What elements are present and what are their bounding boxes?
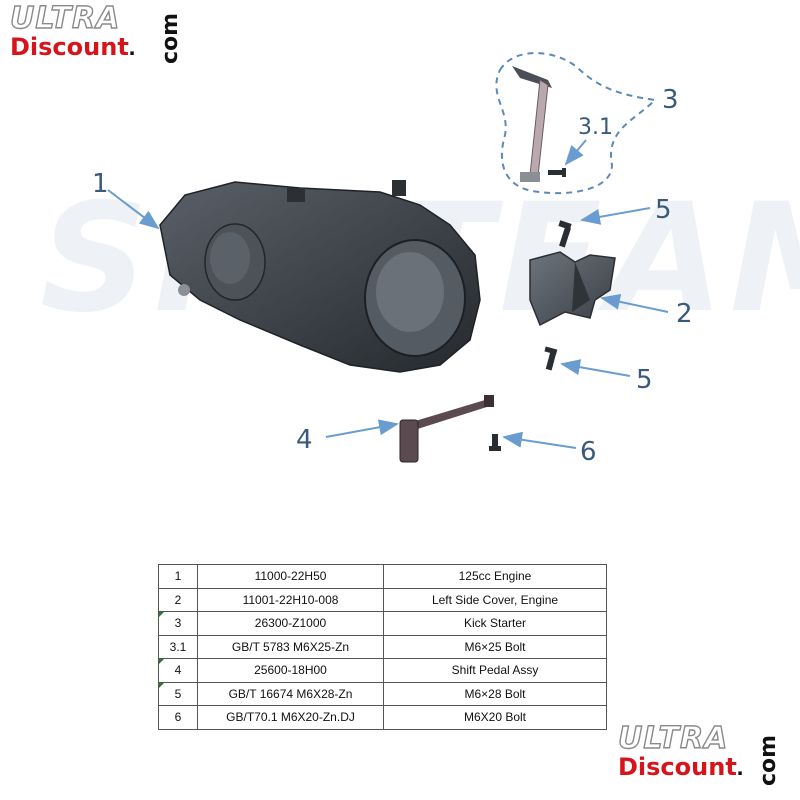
callout-arrow-left-cover: [600, 293, 669, 313]
callout-label-kick-starter: 3: [662, 85, 679, 115]
part-ref-cell: 3.1: [158, 634, 198, 659]
part-number-cell: GB/T70.1 M6X20-Zn.DJ: [197, 705, 384, 730]
callout-label-engine: 1: [92, 169, 109, 199]
callout-arrow-kick-bolt: [564, 139, 587, 166]
part-ref-cell: 1: [158, 564, 198, 589]
callout-label-kick-bolt: 3.1: [578, 115, 613, 140]
part-description-cell: Shift Pedal Assy: [383, 658, 607, 683]
part-ref-cell: 5: [158, 681, 198, 706]
part-description-cell: Left Side Cover, Engine: [383, 587, 607, 612]
callout-label-bolt-upper: 5: [655, 195, 672, 225]
part-number-cell: GB/T 16674 M6X28-Zn: [197, 681, 384, 706]
part-ref-cell: 4: [158, 658, 198, 683]
logo-discount-text: Discount: [618, 753, 737, 781]
bolt-m6x28-lower: [544, 346, 558, 371]
part-description-cell: M6×25 Bolt: [383, 634, 607, 659]
brand-logo-top: ULTRA Discount. com: [9, 1, 183, 70]
part-number-cell: 25600-18H00: [197, 658, 384, 683]
logo-dot: .: [128, 34, 136, 61]
part-number-cell: 11001-22H10-008: [197, 587, 384, 612]
bolt-m6x28-upper: [558, 220, 572, 248]
callout-label-bolt-lower: 5: [636, 365, 653, 395]
engine-part: [159, 180, 481, 373]
kick-starter-group-outline: [495, 52, 658, 195]
callout-label-bolt-m6x20: 6: [580, 437, 597, 467]
kick-starter-part: [512, 66, 552, 182]
part-ref-cell: 3: [158, 611, 198, 636]
brand-logo-bottom: ULTRA Discount. com: [617, 721, 788, 790]
callout-arrow-shift-pedal: [325, 419, 399, 438]
part-description-cell: M6X20 Bolt: [383, 705, 607, 730]
callout-label-left-cover: 2: [676, 299, 693, 329]
part-ref-cell: 2: [158, 587, 198, 612]
part-description-cell: M6×28 Bolt: [383, 681, 607, 706]
logo-ultra-text: ULTRA: [617, 721, 729, 756]
kick-bolt-part: [548, 168, 566, 177]
logo-ultra-text: ULTRA: [9, 1, 121, 36]
bolt-m6x20: [489, 434, 501, 451]
logo-dot: .: [736, 754, 744, 781]
logo-discount-text: Discount: [10, 33, 129, 61]
part-number-cell: 11000-22H50: [197, 564, 384, 589]
part-number-cell: GB/T 5783 M6X25-Zn: [197, 634, 384, 659]
part-description-cell: 125cc Engine: [383, 564, 607, 589]
callout-arrow-engine: [107, 189, 160, 230]
exploded-parts-diagram: SKYTEAM: [40, 52, 800, 467]
part-ref-cell: 6: [158, 705, 198, 730]
callout-label-shift-pedal: 4: [296, 425, 313, 455]
callout-arrow-bolt-lower: [560, 359, 631, 377]
logo-com-text: com: [756, 734, 781, 786]
part-number-cell: 26300-Z1000: [197, 611, 384, 636]
shift-pedal-part: [399, 395, 494, 463]
callout-arrow-bolt-upper: [580, 207, 651, 225]
part-description-cell: Kick Starter: [383, 611, 607, 636]
callout-arrow-bolt-m6x20: [502, 431, 577, 449]
